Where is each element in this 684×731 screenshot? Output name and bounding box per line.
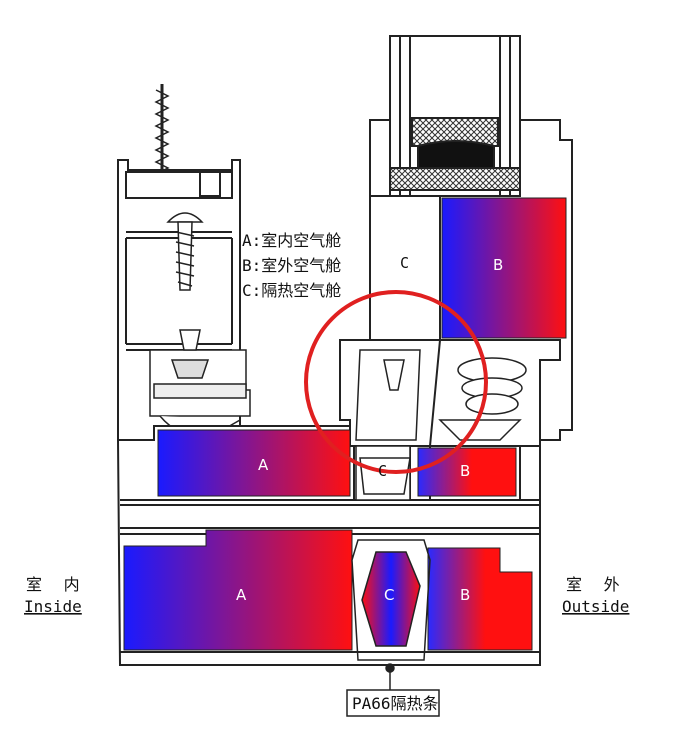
legend: A:室内空气舱 B:室外空气舱 C:隔热空气舱 <box>242 231 341 300</box>
chamber-label-a-upper: A <box>258 456 269 474</box>
outside-cn-label: 室 外 <box>566 575 626 594</box>
inside-en-label: Inside <box>24 597 82 616</box>
pa66-label: PA66隔热条 <box>352 694 439 713</box>
chamber-label-c-middle: C <box>378 462 387 480</box>
screw-icon <box>166 212 204 291</box>
chamber-a-upper <box>157 429 351 497</box>
chamber-c-lower <box>361 551 421 647</box>
pa66-thermal-strip <box>351 539 431 692</box>
outdoor-gaskets <box>438 357 527 441</box>
chamber-label-b-lower: B <box>460 586 470 604</box>
chamber-label-c-lower: C <box>384 586 394 604</box>
legend-item-a: A:室内空气舱 <box>242 231 341 250</box>
outside-en-label: Outside <box>562 597 629 616</box>
chamber-label-b-top: B <box>493 256 503 274</box>
chamber-label-c-top: C <box>400 254 409 272</box>
chamber-b-top <box>441 197 567 339</box>
chamber-label-b-middle: B <box>460 462 470 480</box>
inside-cn-label: 室 内 <box>26 575 86 594</box>
highlight-circle <box>304 290 488 474</box>
chamber-b-lower <box>427 547 533 651</box>
chamber-a-lower <box>123 529 353 651</box>
chamber-label-a-lower: A <box>236 586 247 604</box>
chamber-b-middle <box>417 447 517 497</box>
legend-item-b: B:室外空气舱 <box>242 256 341 275</box>
pa66-label-box: PA66隔热条 <box>346 689 440 717</box>
legend-item-c: C:隔热空气舱 <box>242 281 341 300</box>
